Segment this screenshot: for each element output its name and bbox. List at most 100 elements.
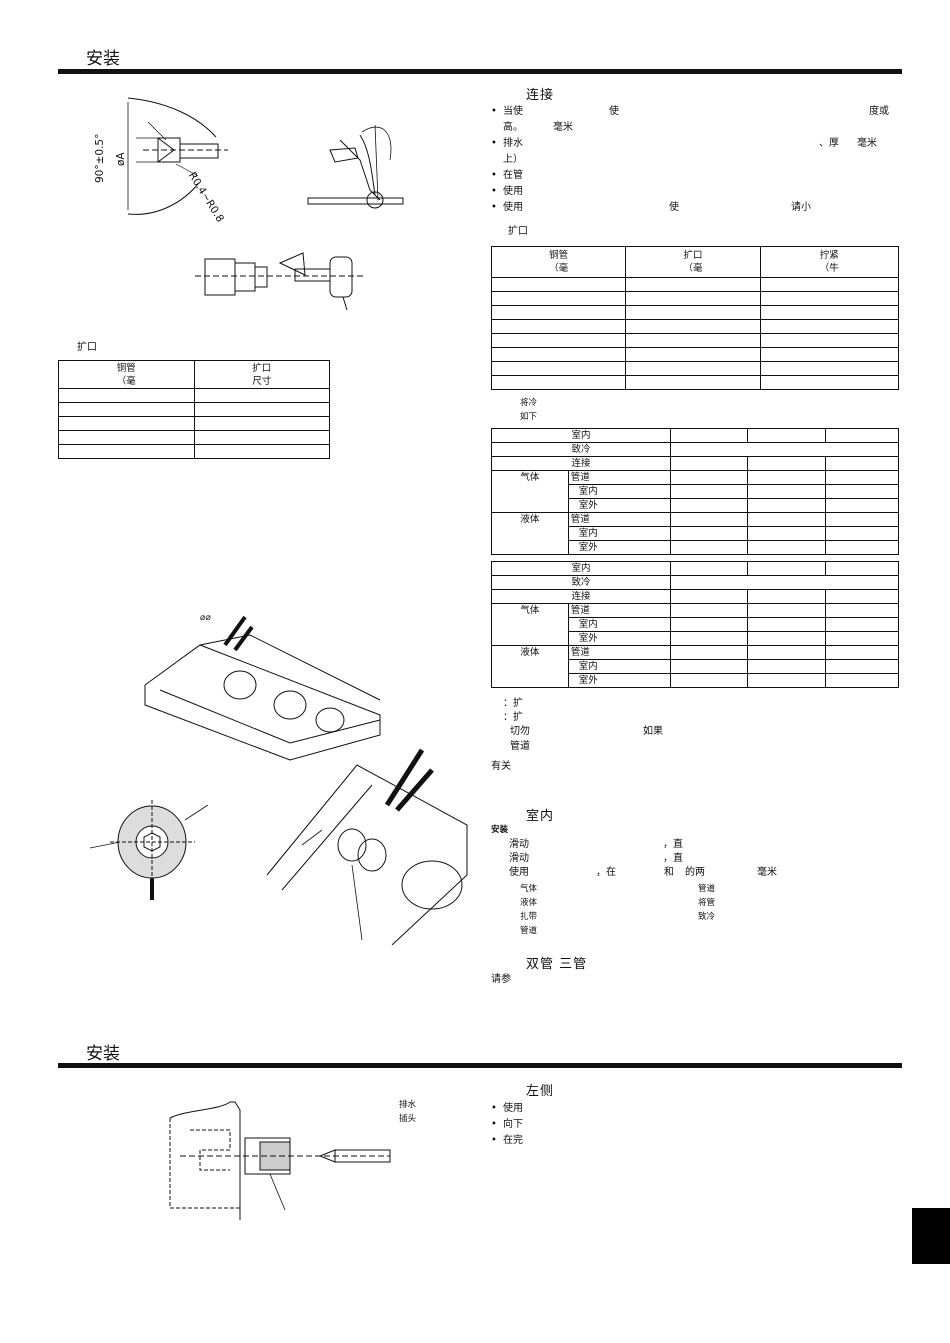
bullet-text: 使用	[503, 186, 523, 197]
list-item: 排水 、厚 毫米 上）	[491, 136, 901, 168]
note-if: 如果	[643, 726, 663, 737]
header-unit: （毫	[549, 263, 569, 274]
drain-plug-diagram	[169, 1101, 391, 1220]
flare-table-header-pipe: 铜管（毫	[58, 360, 195, 389]
header-unit: （毫	[683, 263, 703, 274]
pipe-table-cell: 连接	[490, 589, 672, 604]
pipe-table-cell: 气体	[491, 470, 569, 513]
bullet-text: 使	[609, 106, 619, 117]
pipe-table-cell: 管道	[567, 603, 672, 618]
pipe-table-cell: 室外	[567, 540, 672, 555]
table-row	[490, 305, 900, 320]
indoor-title: 室内	[526, 809, 555, 824]
indoor-line-3c: 和	[664, 867, 674, 878]
section-rule-bottom	[58, 1063, 902, 1068]
pipe-table-cell: 管道	[567, 645, 672, 660]
pipe-table-cell: 室内	[567, 617, 672, 632]
bullet-text: 请小	[791, 202, 811, 213]
list-item: 在完	[491, 1133, 871, 1149]
list-item: 使用	[491, 1101, 871, 1117]
pipe-table-cell: 管道	[567, 470, 672, 485]
torque-header-tighten: 拧紧 （牛	[759, 246, 900, 278]
indoor-line-3b: ，在	[596, 867, 616, 878]
list-item: 使用	[491, 184, 901, 200]
list-item: 使用 使 请小	[491, 200, 901, 216]
nut-section-diagram	[90, 800, 209, 900]
bullet-text: 当使	[503, 106, 523, 117]
indoor-line-3a: 使用	[509, 867, 529, 878]
bullet-text: 上）	[503, 154, 523, 165]
table-row	[490, 277, 900, 292]
note-flare-2: ：扩	[503, 712, 523, 723]
indoor-line-3e: 毫米	[757, 867, 777, 878]
bullet-text: 向下	[503, 1119, 523, 1130]
note-related: 有关	[491, 761, 511, 772]
indoor-sub-1b: 管道	[698, 884, 716, 894]
bullet-text: 高。	[503, 122, 523, 133]
table-row	[58, 402, 330, 417]
pipe-table-cell: 连接	[490, 456, 672, 471]
indoor-sub-2b: 将管	[698, 898, 716, 908]
indoor-sub-4a: 管道	[520, 926, 538, 936]
diameter-label: øA	[115, 152, 127, 166]
table-row	[58, 444, 330, 459]
bullet-text: 在管	[503, 170, 523, 181]
header-unit: （牛	[819, 263, 839, 274]
pipe-table-cell: 室内	[490, 561, 672, 576]
list-item: 向下	[491, 1117, 871, 1133]
section-title-bottom: 安装	[86, 1044, 120, 1064]
pipe-table-cell: 气体	[491, 603, 569, 646]
page-tab	[912, 1208, 950, 1264]
table-row	[490, 333, 900, 348]
list-item: 当使 使 度或 高。 毫米	[491, 104, 901, 136]
pipe-table-cell: 液体	[491, 645, 569, 688]
pipe-table-cell: 室外	[567, 631, 672, 646]
bullet-text: 、厚	[819, 138, 839, 149]
indoor-unit-diagram: ⌀⌀	[144, 613, 381, 761]
pipe-table-cell: 致冷	[490, 575, 672, 590]
table-row	[490, 347, 900, 362]
pipe-table-1: 室内 致冷 连接 气体管道 室内 室外 液体管道 室内 室外	[490, 428, 900, 555]
double-triple-title: 双管 三管	[526, 957, 588, 972]
bullet-text: 使用	[503, 1103, 523, 1114]
table-row	[58, 430, 330, 445]
indoor-sub-1a: 气体	[520, 884, 538, 894]
header-pipe-label: 铜管	[116, 362, 136, 374]
bullet-text: 在完	[503, 1135, 523, 1146]
pipe-table-2: 室内 致冷 连接 气体管道 室内 室外 液体管道 室内 室外	[490, 561, 900, 688]
wrench-diagram	[307, 124, 404, 209]
table-row	[490, 375, 900, 390]
drain-label-1: 排水	[399, 1100, 417, 1110]
left-side-title: 左侧	[526, 1084, 555, 1099]
pipe-table-cell: 室内	[567, 484, 672, 499]
pipe-table-cell: 室内	[490, 428, 672, 443]
note-flare-1: ：扩	[503, 698, 523, 709]
flare-label-right: 扩口	[508, 226, 528, 237]
drain-label-2: 插头	[399, 1114, 417, 1124]
header-flare-unit: 尺寸	[252, 375, 272, 387]
indoor-line-2b: ，直	[663, 853, 683, 864]
torque-table: 铜管（毫 扩口 （毫 拧紧 （牛	[490, 246, 900, 390]
note-as-follows: 如下	[520, 412, 538, 422]
list-item: 在管	[491, 168, 901, 184]
angle-label: 90°±0.5°	[94, 133, 106, 183]
flare-table-header-flare: 扩口尺寸	[193, 360, 330, 389]
torque-header-pipe: 铜管（毫	[490, 246, 627, 278]
header-flare-label: 扩口	[252, 362, 272, 374]
indoor-sub-3b: 致冷	[698, 912, 716, 922]
indoor-sub-2a: 液体	[520, 898, 538, 908]
table-row	[490, 291, 900, 306]
header-label: 扩口	[683, 250, 703, 261]
pipe-table-cell: 致冷	[490, 442, 672, 457]
bullet-text: 使用	[503, 202, 523, 213]
flare-label-left: 扩口	[77, 342, 97, 353]
pipe-table-cell: 室外	[567, 498, 672, 513]
bullet-text: 排水	[503, 138, 523, 149]
pipe-table-cell: 室外	[567, 673, 672, 688]
note-pipe: 管道	[510, 741, 530, 752]
note-never: 切勿	[510, 726, 530, 737]
connect-title: 连接	[526, 88, 555, 103]
header-label: 拧紧	[819, 250, 839, 261]
bullet-text: 度或	[869, 106, 889, 117]
indoor-sub-3a: 扎带	[520, 912, 538, 922]
